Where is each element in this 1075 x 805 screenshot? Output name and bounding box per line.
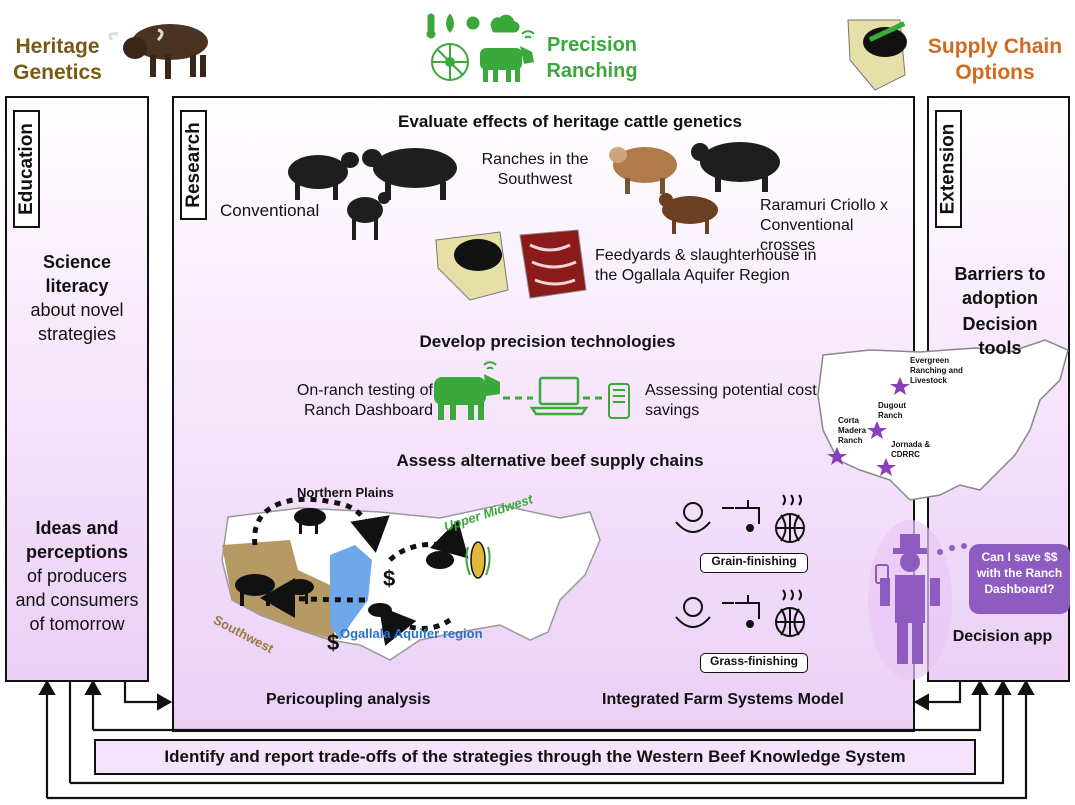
conventional-label: Conventional bbox=[220, 201, 320, 220]
pericoupling-label: Pericoupling analysis bbox=[266, 691, 431, 708]
farmer-figure-icon bbox=[868, 520, 967, 680]
question-bubble: Can I save $$ with the Ranch Dashboard? bbox=[969, 544, 1070, 614]
ranch-evergreen: Evergreen Ranching and Livestock bbox=[910, 356, 963, 385]
decision-app-label: Decision app bbox=[952, 628, 1053, 645]
decision-tools-label: Decision tools bbox=[962, 314, 1038, 358]
ranch-dugout: Dugout Ranch bbox=[878, 401, 906, 420]
corn-icon bbox=[465, 541, 491, 579]
criollo-crosses-label: Raramuri Criollo x Conventional crosses bbox=[760, 197, 889, 254]
ranches-southwest-label: Ranches in the Southwest bbox=[481, 151, 589, 188]
science-literacy-text: Science literacy about novel strategies bbox=[16, 250, 138, 346]
ideas-rest: of producers and consumers of tomorrow bbox=[15, 566, 139, 634]
northern-plains-label: Northern Plains bbox=[297, 485, 394, 500]
ranch-corta-madera: Corta Madera Ranch bbox=[838, 416, 867, 445]
conventional-cattle-icons bbox=[288, 148, 457, 240]
western-beef-knowledge-bar: Identify and report trade-offs of the st… bbox=[94, 739, 976, 775]
grain-finishing-pill: Grain-finishing bbox=[700, 553, 808, 573]
ifsm-label: Integrated Farm Systems Model bbox=[602, 691, 844, 708]
science-literacy-bold: Science literacy bbox=[42, 252, 112, 296]
weather-icons bbox=[426, 13, 520, 39]
supply-chain-header: Supply Chain Options bbox=[927, 35, 1063, 84]
heritage-genetics-header: Heritage Genetics bbox=[13, 35, 102, 84]
extension-label: Extension bbox=[935, 110, 962, 228]
dollar-sign-2: $ bbox=[327, 630, 340, 655]
feedyard-beef-icons bbox=[435, 229, 587, 301]
dollar-sign-1: $ bbox=[383, 566, 396, 591]
ranch-dashboard-testing-label: On-ranch testing of Ranch Dashboard bbox=[296, 382, 433, 419]
network-icon bbox=[431, 43, 469, 81]
heritage-bull-icon bbox=[108, 24, 208, 79]
science-literacy-rest: about novel strategies bbox=[30, 300, 124, 344]
ranch-jornada: Jornada & CDRRC bbox=[891, 440, 931, 459]
ifsm-grain-icons bbox=[675, 494, 805, 543]
feedyard-icon bbox=[847, 19, 907, 91]
precision-ranching-header: Precision Ranching bbox=[546, 34, 638, 82]
research-label: Research bbox=[180, 110, 207, 220]
criollo-cattle-icons bbox=[609, 142, 780, 234]
supply-flow-arrows bbox=[252, 496, 469, 646]
ranch-dashboard-cow-icon bbox=[434, 361, 500, 420]
ifsm-grass-icons bbox=[675, 589, 805, 637]
smartphone-icon bbox=[608, 383, 630, 419]
ideas-perceptions-text: Ideas and perceptions of producers and c… bbox=[12, 516, 142, 636]
feedback-arrows bbox=[38, 679, 1035, 800]
section-supply-title: Assess alternative beef supply chains bbox=[396, 451, 704, 470]
feedyards-label: Feedyards & slaughterhouse in the Ogalla… bbox=[595, 247, 817, 284]
section-precision-title: Develop precision technologies bbox=[419, 332, 676, 351]
ranches-map bbox=[817, 339, 1069, 501]
education-label: Education bbox=[13, 110, 40, 228]
ogallala-label: Ogallala Aquifer region bbox=[340, 626, 483, 641]
map-cattle-icons bbox=[235, 508, 454, 617]
section-heritage-title: Evaluate effects of heritage cattle gene… bbox=[398, 112, 742, 131]
smart-cow-icon bbox=[480, 30, 535, 82]
ogallala-region bbox=[330, 545, 372, 640]
barriers-adoption-label: Barriers to adoption bbox=[954, 264, 1046, 308]
laptop-icon bbox=[529, 376, 589, 416]
cost-savings-label: Assessing potential cost savings bbox=[645, 382, 817, 419]
grass-finishing-pill: Grass-finishing bbox=[700, 653, 808, 673]
ideas-bold: Ideas and perceptions bbox=[25, 518, 129, 562]
